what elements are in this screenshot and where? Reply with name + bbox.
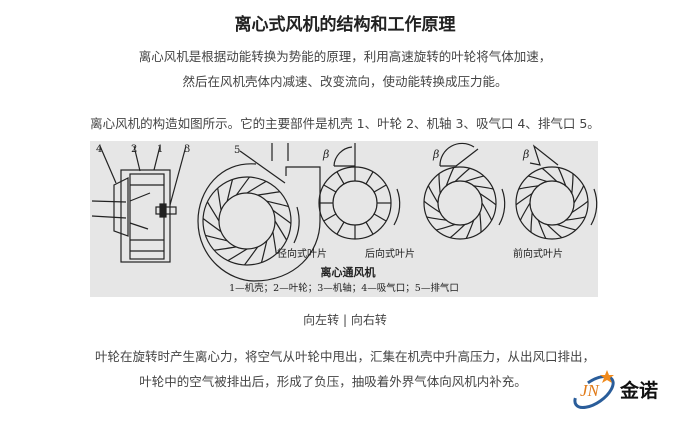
volute-impeller-rotation-arrow	[293, 206, 300, 244]
volute-impeller-blade	[257, 191, 280, 196]
radial-impeller-blade	[373, 213, 387, 222]
figure-legend: 1—机壳；2—叶轮；3—机轴；4—吸气口；5—排气口	[229, 282, 459, 294]
forward-impeller-blade	[528, 175, 548, 183]
forward-impeller-inner-ring	[529, 180, 575, 226]
logo-mark: JN	[580, 381, 601, 400]
forward-impeller-blade	[571, 200, 589, 214]
part-number-1: 1	[157, 144, 163, 155]
logo-name: 金诺	[619, 379, 658, 402]
volute-impeller-blade	[272, 231, 277, 254]
centrifugal-fan-diagram: 4 2 1 3 5 径向式叶片 后向式叶片 前向式叶片 离心通风机 1—机壳；2…	[90, 141, 598, 297]
beta-label-backward: β	[432, 148, 439, 161]
beta-angle-forward	[529, 144, 559, 166]
forward-impeller-blade	[519, 202, 531, 221]
volute-diagram: 5	[197, 143, 321, 282]
part-number-5: 5	[234, 145, 240, 156]
rotation-caption[interactable]: 向左转 | 向右转	[303, 313, 387, 327]
volute-impeller-blade	[205, 234, 228, 242]
beta-label-forward: β	[522, 148, 529, 161]
backward-impeller-blade	[427, 185, 439, 204]
backward-impeller-blade	[473, 185, 494, 190]
figure-caption: 离心通风机	[321, 265, 376, 279]
radial-impeller-rotation-arrow	[393, 188, 401, 226]
backward-impeller-inner-ring	[437, 180, 483, 226]
backward-impeller-blade	[426, 216, 447, 221]
volute-impeller-blade	[246, 180, 267, 194]
backward-impeller-blade	[436, 223, 456, 231]
rotation-toggle[interactable]: 向左转 | 向右转	[0, 311, 690, 328]
backward-impeller-blade	[438, 173, 441, 194]
logo-ring-icon	[573, 374, 615, 410]
side-view-diagram: 4 2 1 3	[91, 144, 190, 263]
backward-impeller-blade	[423, 200, 441, 214]
volute-impeller-blade	[235, 176, 250, 196]
backward-impeller-blade	[449, 224, 466, 239]
volute-impeller-inner-ring	[218, 192, 276, 250]
star-icon	[600, 370, 614, 383]
forward-impeller-blade	[565, 216, 586, 221]
forward-impeller-blade	[518, 185, 539, 190]
radial-impeller-inner-ring	[332, 180, 378, 226]
beta-label-radial: β	[322, 148, 329, 161]
volute-impeller-blade	[266, 200, 289, 208]
volute-impeller-blade	[227, 248, 248, 262]
volute-impeller-blade	[214, 246, 237, 251]
blade-label-backward: 后向式叶片	[365, 247, 415, 260]
forward-impeller-blade	[537, 219, 547, 239]
volute-impeller-blade	[274, 220, 288, 241]
volute-impeller-blade	[272, 209, 292, 224]
radial-impeller-blade	[336, 221, 345, 235]
backward-impeller-blade	[454, 167, 471, 182]
volute-impeller-blade	[226, 179, 234, 202]
principle-line-2: 叶轮中的空气被排出后，形成了负压，抽吸着外界气体向风机内补充。	[139, 374, 527, 389]
backward-impeller-blade	[464, 175, 484, 183]
structure-text: 离心风机的构造如图所示。它的主要部件是机壳 1、叶轮 2、机轴 3、吸气口 4、…	[90, 116, 600, 131]
forward-impeller-blade	[573, 185, 585, 204]
forward-impeller-blade	[571, 173, 574, 194]
volute-impeller-outer-ring	[202, 176, 292, 266]
beta-angle-radial	[333, 143, 356, 167]
backward-impeller-blade	[481, 202, 493, 221]
volute-impeller-blade	[244, 246, 259, 266]
radial-impeller-blade	[365, 171, 374, 185]
intro-line-1: 离心风机是根据动能转换为势能的原理，利用高速旋转的叶轮将气体加速，	[138, 49, 552, 64]
volute-impeller-blade	[202, 218, 222, 233]
backward-impeller-outer-ring	[423, 166, 497, 240]
backward-impeller-blade	[479, 192, 497, 206]
jinnuo-logo: JN 金诺	[568, 366, 683, 414]
page-title: 离心式风机的结构和工作原理	[234, 15, 456, 35]
radial-impeller-blade	[336, 171, 345, 185]
radial-impeller-blade	[365, 221, 374, 235]
radial-impeller-blade	[323, 213, 337, 222]
forward-impeller-outer-ring	[515, 166, 589, 240]
part-number-4: 4	[96, 144, 102, 155]
beta-angle-backward	[439, 142, 479, 167]
backward-impeller-rotation-arrow	[498, 188, 506, 226]
forward-impeller-blade	[557, 167, 567, 187]
forward-impeller-blade	[541, 167, 558, 182]
radial-impeller-blade	[373, 184, 387, 193]
radial-impeller-blade	[323, 184, 337, 193]
volute-impeller-blade	[206, 201, 220, 222]
principle-line-1: 叶轮在旋转时产生离心力，将空气从叶轮中甩出，汇集在机壳中升高压力，从出风口排出，	[94, 349, 595, 364]
forward-impeller-blade	[530, 212, 533, 233]
forward-impeller-rotation-arrow	[590, 188, 598, 226]
backward-impeller-blade	[479, 212, 482, 233]
intro-line-2: 然后在风机壳体内减速、改变流向，使动能转换成压力能。	[182, 74, 508, 89]
backward-impeller-blade	[465, 219, 475, 239]
backward-impeller-blade	[445, 167, 455, 187]
blade-label-forward: 前向式叶片	[513, 247, 563, 260]
volute-impeller-blade	[260, 240, 268, 263]
forward-impeller-blade	[556, 223, 576, 231]
volute-impeller-blade	[217, 188, 222, 211]
part-number-2: 2	[131, 144, 137, 155]
forward-impeller-blade	[546, 224, 563, 239]
blade-label-radial: 径向式叶片	[277, 247, 327, 260]
forward-impeller-blade	[515, 192, 533, 206]
part-number-3: 3	[184, 144, 190, 155]
